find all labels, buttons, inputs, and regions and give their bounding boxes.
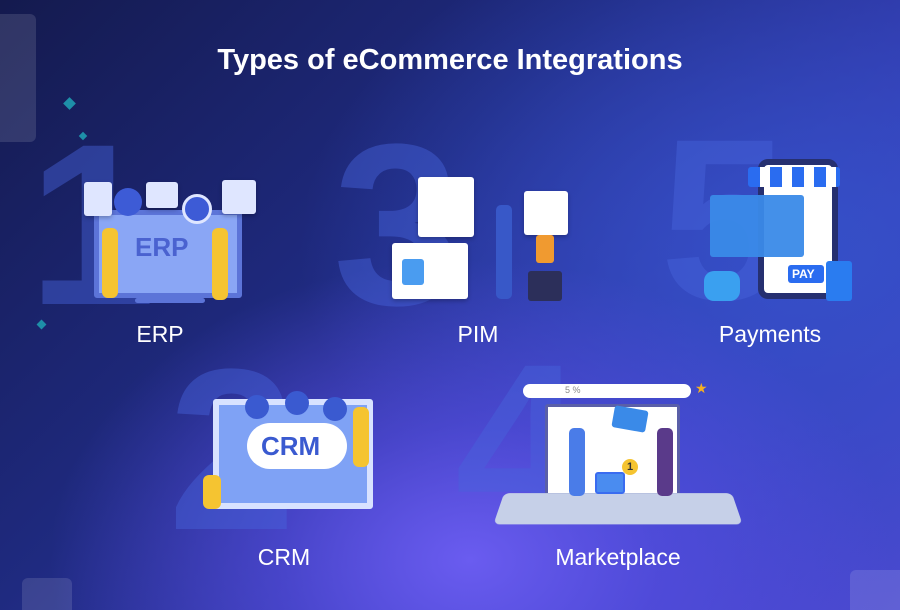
- person: [569, 428, 585, 496]
- label-crm: CRM: [257, 544, 311, 570]
- erp-illustration: ERP: [80, 180, 260, 305]
- person: [353, 407, 369, 467]
- shopping-bag-icon: [826, 261, 852, 301]
- label-pim: PIM: [457, 321, 499, 347]
- shopping-cart-icon: [595, 472, 625, 494]
- credit-card-icon: [710, 195, 804, 257]
- shopping-bag-icon: [536, 235, 554, 263]
- page-title: Types of eCommerce Integrations: [217, 44, 683, 76]
- basket-icon: [222, 180, 256, 214]
- label-erp: ERP: [136, 321, 184, 347]
- label-payments: Payments: [718, 321, 822, 347]
- payments-illustration: PAY: [700, 155, 860, 305]
- gear-icon: [182, 194, 212, 224]
- erp-screen-text: ERP: [135, 232, 189, 262]
- person: [203, 475, 221, 509]
- pie-chart-icon: [114, 188, 142, 216]
- decorative-panel: [0, 14, 36, 142]
- tablet: [493, 493, 743, 525]
- box: [528, 271, 562, 301]
- product-card-headphones: [418, 177, 474, 237]
- cart-badge: 1: [622, 459, 638, 475]
- crm-illustration: CRM: [195, 385, 395, 525]
- pay-button: PAY: [792, 267, 815, 281]
- decorative-panel: [850, 570, 900, 610]
- crm-screen-text: CRM: [261, 431, 321, 461]
- coins-icon: [704, 271, 740, 301]
- label-marketplace: Marketplace: [555, 544, 681, 570]
- cloud: [247, 423, 347, 469]
- awning: [748, 167, 840, 187]
- search-text: 5 %: [565, 385, 581, 395]
- decorative-panel: [22, 578, 72, 610]
- person: [657, 428, 673, 496]
- person: [212, 228, 228, 300]
- marketplace-illustration: 5 % ★ 1: [493, 380, 743, 528]
- person: [496, 205, 512, 299]
- bar-chart-icon: [146, 182, 178, 208]
- star-icon: ★: [695, 380, 708, 396]
- search-bar: [523, 384, 691, 398]
- person: [102, 228, 118, 298]
- calendar-icon: [84, 182, 112, 216]
- product-card-kettlebell: [524, 191, 568, 235]
- pim-illustration: [388, 175, 583, 305]
